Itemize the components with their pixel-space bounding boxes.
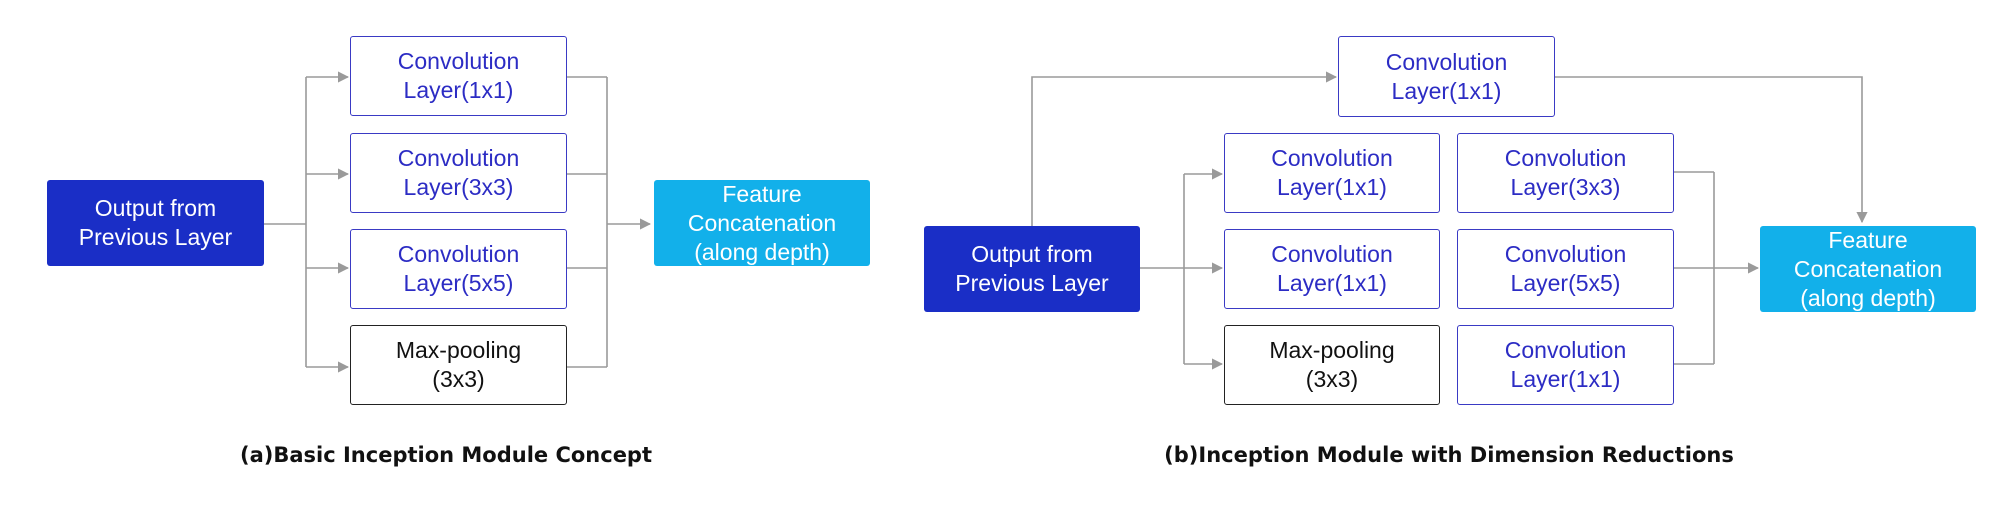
b-reduce1-line1: Convolution [1271,145,1393,171]
a-input-line1: Output from [94,195,217,221]
a-concat-line2: Concatenation [687,209,837,236]
a-concat-line3: (along depth) [694,238,830,265]
b-maxpool-line1: Max-pooling [1269,337,1395,363]
b-input-line1: Output from [971,241,1093,267]
b-caption: (b)Inception Module with Dimension Reduc… [1164,443,1734,467]
a-conv5x5-box: Convolution Layer(5x5) [350,229,567,309]
a-conv3x3-box: Convolution Layer(3x3) [350,133,567,213]
a-input-box: Output from Previous Layer [47,180,264,266]
b-reduce1-box: Convolution Layer(1x1) [1224,133,1440,213]
b-reduce1-line2: Layer(1x1) [1277,174,1387,200]
a-maxpool-box: Max-pooling (3x3) [350,325,567,405]
b-conv5x5-line1: Convolution [1504,241,1627,267]
b-conv3x3-line1: Convolution [1504,145,1627,171]
a-caption: (a)Basic Inception Module Concept [239,443,653,467]
a-conv3x3-line2: Layer(3x3) [403,174,514,200]
b-input-box: Output from Previous Layer [924,226,1140,312]
b-maxpool-line2: (3x3) [1305,366,1359,392]
b-conv1x1-final-line2: Layer(1x1) [1510,366,1621,392]
a-conv5x5-line1: Convolution [397,241,520,267]
b-conv5x5-line2: Layer(5x5) [1510,270,1621,296]
a-maxpool-line1: Max-pooling [395,337,522,363]
b-concat-line1: Feature [1828,226,1908,253]
b-top-conv1x1-line1: Convolution [1385,48,1508,75]
a-conv1x1-line1: Convolution [397,48,520,74]
b-maxpool-box: Max-pooling (3x3) [1224,325,1440,405]
b-conv1x1-final-line1: Convolution [1504,337,1627,363]
b-top-conv1x1-line2: Layer(1x1) [1391,77,1502,104]
b-top-path [1031,71,1338,226]
a-input-line2: Previous Layer [78,224,233,250]
b-reduce2-line1: Convolution [1271,241,1393,267]
b-concat-box: Feature Concatenation (along depth) [1760,226,1976,312]
b-top-conv1x1-box: Convolution Layer(1x1) [1338,36,1555,117]
b-reduce2-box: Convolution Layer(1x1) [1224,229,1440,309]
b-conv3x3-line2: Layer(3x3) [1510,174,1621,200]
b-concat-line2: Concatenation [1793,255,1943,282]
b-input-line2: Previous Layer [955,270,1109,296]
b-concat-line3: (along depth) [1800,284,1936,311]
a-concat-box: Feature Concatenation (along depth) [654,180,870,266]
b-conv1x1-final-box: Convolution Layer(1x1) [1457,325,1674,405]
a-conv3x3-line1: Convolution [397,145,520,171]
a-conv1x1-line2: Layer(1x1) [403,77,514,103]
a-maxpool-line2: (3x3) [432,366,485,392]
b-reduce2-line2: Layer(1x1) [1277,270,1387,296]
b-top-to-concat [1555,76,1868,224]
a-conv5x5-line2: Layer(5x5) [403,270,514,296]
b-conv3x3-box: Convolution Layer(3x3) [1457,133,1674,213]
a-conv1x1-box: Convolution Layer(1x1) [350,36,567,116]
a-concat-line1: Feature [722,180,802,207]
b-conv5x5-box: Convolution Layer(5x5) [1457,229,1674,309]
